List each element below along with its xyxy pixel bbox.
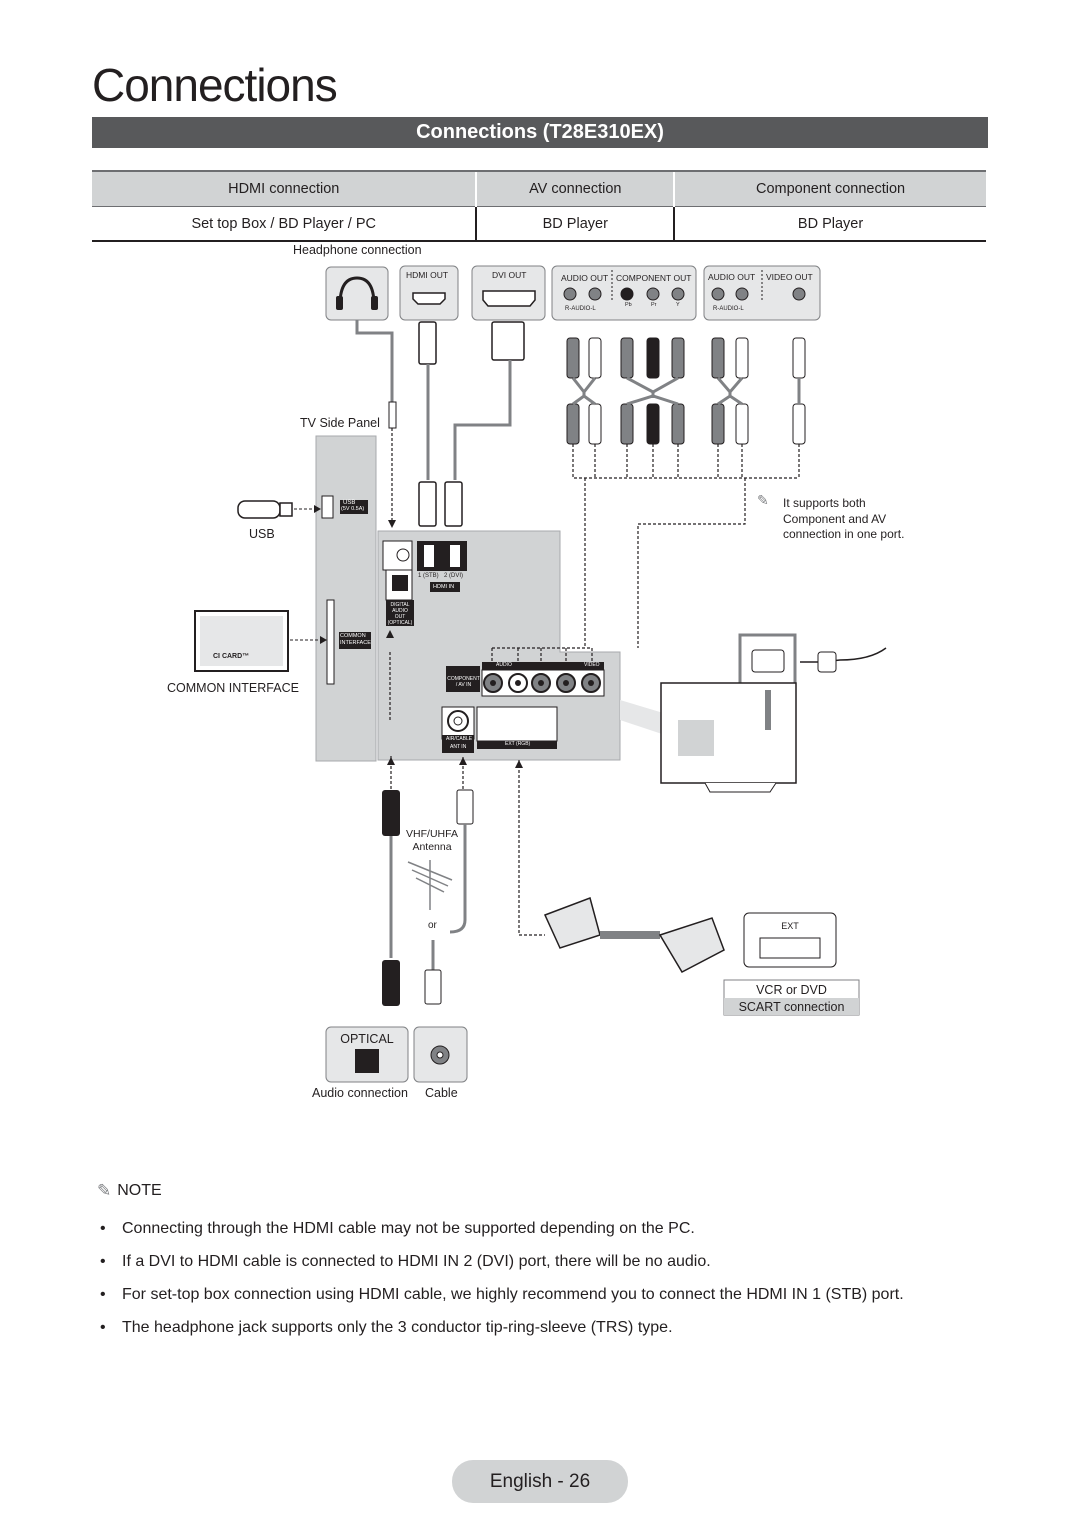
av-out-box xyxy=(703,265,821,321)
ext-rgb-label: EXT (RGB) xyxy=(505,741,531,747)
headphone-box xyxy=(325,266,389,321)
usb-label: USB xyxy=(249,527,275,541)
connection-table: HDMI connection AV connection Component … xyxy=(92,170,986,242)
pr-label: Pr xyxy=(651,302,657,308)
video-out-label: VIDEO OUT xyxy=(766,272,813,282)
antenna-icon xyxy=(407,860,453,910)
list-item: The headphone jack supports only the 3 c… xyxy=(100,1311,1000,1344)
table-header-component: Component connection xyxy=(673,170,986,207)
component-out-label: COMPONENT OUT xyxy=(616,273,692,283)
headphone-connection-label: Headphone connection xyxy=(293,243,422,257)
list-item: Connecting through the HDMI cable may no… xyxy=(100,1212,1000,1245)
audio-connection-label: Audio connection xyxy=(312,1086,408,1100)
component-av-note: It supports both Component and AV connec… xyxy=(783,496,905,541)
table-cell-av-device: BD Player xyxy=(475,206,675,242)
hdmi-port-icon xyxy=(412,292,446,305)
note-pencil-icon: ✎ xyxy=(757,492,769,508)
note-title: NOTE xyxy=(117,1182,162,1199)
r-audio-l-label-av: R-AUDIO-L xyxy=(713,306,744,312)
table-header-row: HDMI connection AV connection Component … xyxy=(92,170,986,207)
pb-label: Pb xyxy=(625,302,632,308)
hdmi-in-label: HDMI IN xyxy=(433,584,455,590)
scart-connection-label: SCART connection xyxy=(738,1000,845,1014)
headphone-icon xyxy=(336,276,378,310)
hdmi-in-2-label: 2 (DVI) xyxy=(444,573,464,579)
vhf-uhfa-label: VHF/UHFA xyxy=(406,828,458,840)
ant-in-label: ANT IN xyxy=(450,744,467,750)
rca-jacks-top xyxy=(563,287,806,301)
ci-card-icon xyxy=(194,610,289,672)
rca-cables xyxy=(566,337,806,445)
note-list: Connecting through the HDMI cable may no… xyxy=(100,1212,1000,1344)
video-port-label: VIDEO xyxy=(584,662,600,668)
hdmi-out-label: HDMI OUT xyxy=(406,270,449,280)
usb-rating-label: (5V 0.5A) xyxy=(341,506,365,512)
usb-stick-icon xyxy=(237,500,293,519)
hdmi-in-1-label: 1 (STB) xyxy=(418,573,439,579)
air-cable-label: AIR/CABLE xyxy=(446,736,473,742)
dvi-out-label: DVI OUT xyxy=(492,270,527,280)
cable-label: Cable xyxy=(425,1086,458,1100)
table-header-av: AV connection xyxy=(475,170,675,207)
table-row: Set top Box / BD Player / PC BD Player B… xyxy=(92,206,986,242)
note-heading: ✎ NOTE xyxy=(97,1181,162,1201)
vcr-or-dvd-label: VCR or DVD xyxy=(756,983,827,997)
ci-card-label: CI CARD™ xyxy=(213,653,250,660)
section-title-bar: Connections (T28E310EX) xyxy=(92,117,988,148)
table-cell-component-device: BD Player xyxy=(673,206,986,242)
page-title: Connections xyxy=(92,59,338,111)
ext-label: EXT xyxy=(781,921,799,931)
table-cell-hdmi-device: Set top Box / BD Player / PC xyxy=(92,206,477,242)
digital-audio-out-label: DIGITAL AUDIO OUT (OPTICAL) xyxy=(387,602,413,626)
audio-out-label-av: AUDIO OUT xyxy=(708,272,756,282)
audio-port-label: AUDIO xyxy=(496,662,512,668)
common-interface-label: COMMON INTERFACE xyxy=(167,681,299,695)
component-av-in-label: COMPONENT / AV IN xyxy=(447,676,480,688)
dvi-port-icon xyxy=(482,290,536,307)
tv-side-panel-strip xyxy=(315,435,377,762)
list-item: For set-top box connection using HDMI ca… xyxy=(100,1278,1000,1311)
antenna-label: Antenna xyxy=(412,841,452,853)
or-label: or xyxy=(428,920,437,931)
optical-label: OPTICAL xyxy=(340,1032,394,1046)
y-label-component: Y xyxy=(676,302,680,308)
tv-side-panel-label: TV Side Panel xyxy=(300,416,380,430)
note-pencil-icon: ✎ xyxy=(97,1181,112,1200)
table-header-hdmi: HDMI connection xyxy=(92,170,477,207)
page-number-badge: English - 26 xyxy=(452,1460,628,1503)
list-item: If a DVI to HDMI cable is connected to H… xyxy=(100,1245,1000,1278)
common-interface-port-label: COMMON INTERFACE xyxy=(340,633,371,646)
scart-cable-icon xyxy=(543,897,725,973)
usb-port-label: USB xyxy=(343,500,356,506)
r-audio-l-label-component: R-AUDIO-L xyxy=(565,306,596,312)
audio-out-label-component: AUDIO OUT xyxy=(561,273,609,283)
